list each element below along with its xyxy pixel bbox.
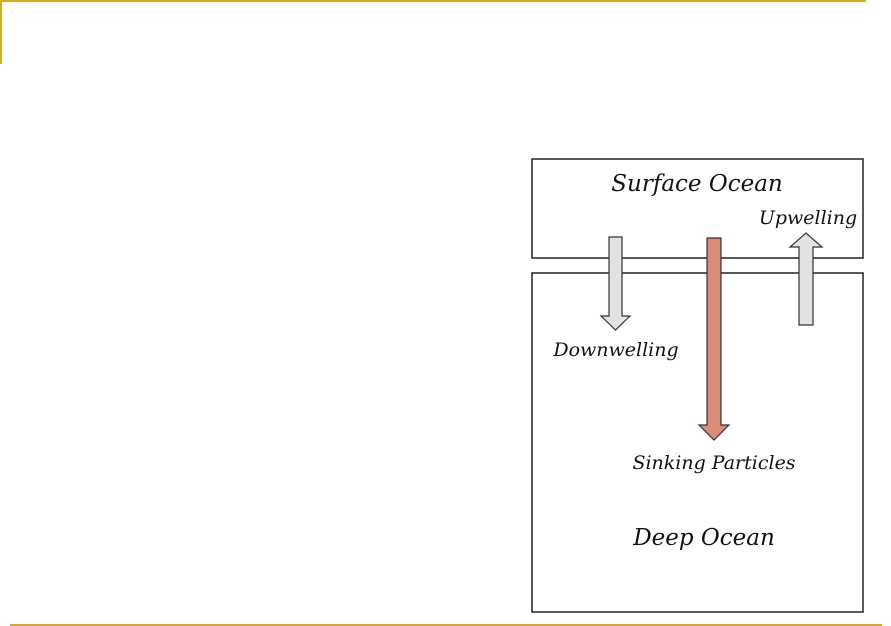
- upwelling-arrow: [788, 232, 824, 326]
- upwelling-label: Upwelling: [759, 207, 857, 229]
- deep-ocean-box: [531, 272, 864, 613]
- downwelling-arrow: [599, 236, 632, 331]
- deep-ocean-label: Deep Ocean: [632, 525, 775, 551]
- surface-ocean-label: Surface Ocean: [611, 171, 782, 197]
- sinking-particles-arrow: [697, 237, 731, 441]
- bottom-accent-rule: [10, 624, 882, 626]
- top-accent-rule: [0, 0, 866, 2]
- sinking-particles-label: Sinking Particles: [632, 452, 795, 474]
- corner-accent-rule: [0, 0, 2, 64]
- downwelling-label: Downwelling: [552, 339, 678, 361]
